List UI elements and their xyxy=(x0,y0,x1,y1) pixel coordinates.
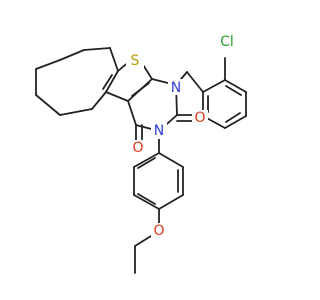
structure-svg: S N N O O O Cl xyxy=(35,32,247,274)
label-backdrop xyxy=(126,52,144,70)
oxygen-label: O xyxy=(153,223,164,239)
chlorine-label: Cl xyxy=(220,34,234,50)
oxygen-label: O xyxy=(132,140,143,156)
bond xyxy=(105,70,119,93)
label-backdrop xyxy=(192,110,208,126)
bond xyxy=(225,85,242,96)
bond xyxy=(105,91,129,102)
sulfur-label: S xyxy=(131,53,140,69)
bond xyxy=(102,74,113,90)
bond xyxy=(131,82,150,97)
bond xyxy=(133,152,160,168)
bond xyxy=(137,193,156,205)
bond xyxy=(186,71,204,93)
nitrogen-label: N xyxy=(154,123,164,139)
bond xyxy=(158,194,184,210)
label-backdrop xyxy=(151,223,167,239)
bond xyxy=(83,47,111,51)
bond xyxy=(59,49,85,61)
label-backdrop xyxy=(151,123,167,139)
bonds xyxy=(35,47,247,274)
bond xyxy=(91,91,107,110)
label-backdrop xyxy=(168,79,184,95)
bond xyxy=(158,152,184,168)
bond xyxy=(35,94,61,116)
label-backdrop xyxy=(215,32,239,50)
bond xyxy=(59,108,93,116)
oxygen-label: O xyxy=(194,110,205,126)
label-backdrop xyxy=(130,140,146,156)
bond xyxy=(137,157,156,169)
molecule-diagram: S N N O O O Cl xyxy=(35,32,247,274)
bond xyxy=(127,100,137,126)
nitrogen-label: N xyxy=(171,80,181,96)
bond xyxy=(109,47,119,72)
atom-labels: S N N O O O Cl xyxy=(126,32,239,239)
bond xyxy=(202,79,226,93)
bond xyxy=(35,59,61,70)
bond xyxy=(224,115,247,129)
bond xyxy=(225,112,241,123)
bond xyxy=(224,79,247,93)
bond xyxy=(133,194,160,210)
